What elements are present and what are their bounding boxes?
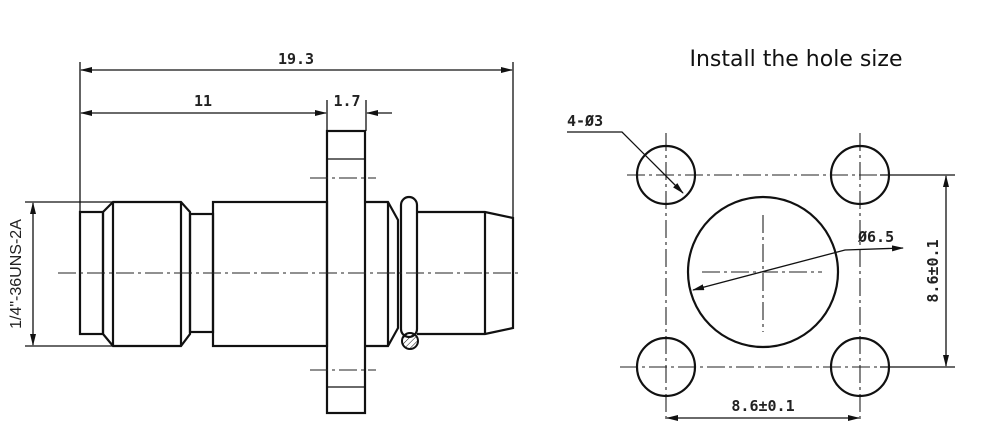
mounting-holes-label: 4-Ø3	[567, 112, 603, 130]
mounting-hole	[635, 144, 697, 206]
rear-tail	[417, 210, 515, 336]
thread-spec-label: 1/4"-36UNS-2A	[8, 219, 25, 329]
mounting-flange	[325, 129, 367, 415]
mounting-hole-pattern: 4-Ø3 Ø6.5 8.6±0.1 8.6±0.1	[567, 112, 955, 422]
vertical-spacing-label: 8.6±0.1	[924, 239, 942, 302]
coupling-nut	[101, 200, 192, 348]
mounting-hole	[635, 336, 697, 398]
connector-side-view: 19.3 11 1.7 1/4"-36UNS-2A	[8, 50, 522, 415]
center-hole-label: Ø6.5	[857, 228, 894, 246]
flange-position-label: 11	[194, 92, 212, 110]
overall-length-label: 19.3	[278, 50, 314, 68]
connector-body	[211, 200, 329, 348]
horizontal-spacing-label: 8.6±0.1	[731, 397, 794, 415]
drawing-title: Install the hole size	[689, 47, 902, 72]
center-hole-leader	[692, 245, 904, 291]
o-ring-section	[401, 332, 419, 350]
mounting-holes-leader	[567, 131, 684, 194]
flange-thickness-label: 1.7	[333, 92, 360, 110]
o-ring	[399, 195, 419, 339]
rear-body	[365, 200, 400, 348]
